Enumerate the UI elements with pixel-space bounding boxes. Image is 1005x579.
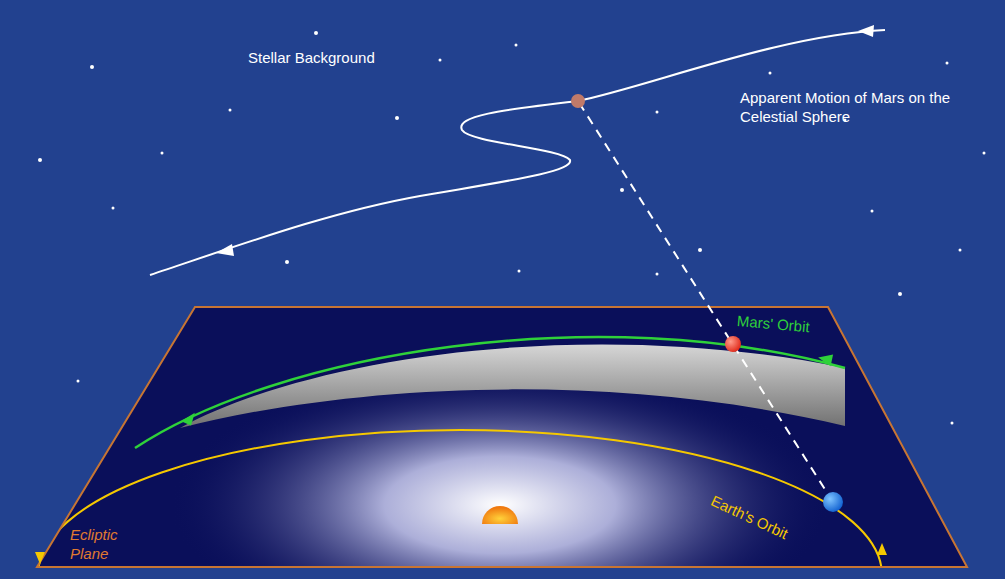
star	[439, 59, 442, 62]
star	[959, 249, 962, 252]
star	[314, 31, 318, 35]
star	[871, 210, 874, 213]
motion-arrowhead	[858, 25, 874, 37]
apparent-motion-path	[150, 30, 885, 275]
star	[112, 207, 115, 210]
star	[656, 273, 659, 276]
star	[656, 111, 659, 114]
ecliptic-plane-label: Ecliptic Plane	[70, 525, 134, 563]
mars-orbit-band	[180, 344, 845, 428]
star	[77, 380, 80, 383]
sun	[482, 506, 518, 524]
sight-line	[578, 101, 833, 502]
mars-planet	[725, 336, 741, 352]
stellar-background-label: Stellar Background	[248, 48, 375, 67]
star	[983, 152, 986, 155]
star	[518, 270, 521, 273]
star	[898, 292, 902, 296]
earth-planet	[823, 492, 843, 512]
mars-orbit	[135, 337, 845, 448]
star	[395, 116, 399, 120]
star	[698, 248, 702, 252]
ecliptic-plane-border	[37, 307, 967, 567]
motion-arrowhead	[216, 244, 234, 256]
orbit-arrowhead	[35, 552, 45, 564]
star	[946, 62, 949, 65]
orbit-arrowhead	[817, 352, 833, 367]
star	[285, 260, 289, 264]
earth-orbit	[38, 430, 882, 579]
star	[90, 65, 94, 69]
star	[38, 158, 42, 162]
solar-glow	[80, 325, 920, 579]
apparent-motion-label: Apparent Motion of Mars on the Celestial…	[740, 88, 980, 126]
star	[951, 422, 954, 425]
star	[161, 152, 164, 155]
star	[515, 44, 518, 47]
star	[620, 188, 624, 192]
star	[769, 72, 772, 75]
orbit-arrowhead	[877, 543, 887, 555]
mars-sky-position	[571, 94, 585, 108]
star	[229, 109, 232, 112]
orbit-arrowhead	[180, 413, 197, 427]
